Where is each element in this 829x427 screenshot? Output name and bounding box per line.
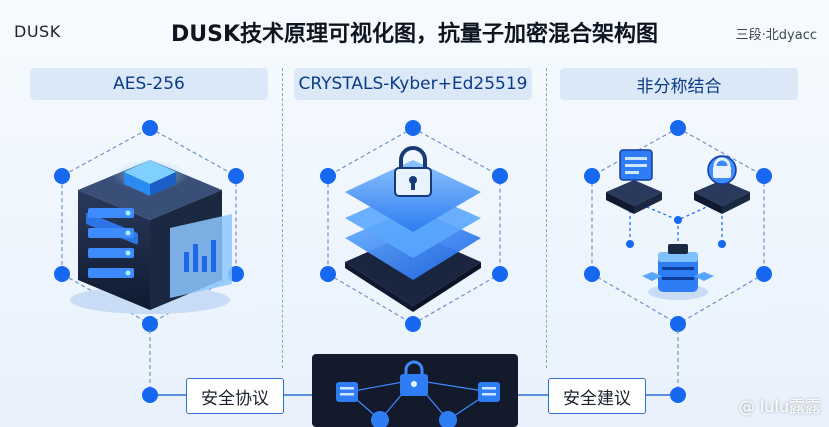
security-protocol-label: 安全协议 [186, 378, 284, 414]
column-header-aes: AES-256 [30, 68, 268, 100]
corner-text: 三段·北dyacc [735, 28, 817, 43]
network-nodes-icon [606, 149, 750, 300]
page-title: DUSK技术原理可视化图，抗量子加密混合架构图 [170, 22, 659, 47]
node-dot [228, 168, 244, 184]
column-label-aes: AES-256 [113, 74, 185, 94]
server-stack-icon [70, 159, 232, 314]
node-dot [54, 266, 70, 282]
node-dot [584, 168, 600, 184]
column-header-hybrid: 非分称结合 [560, 68, 798, 100]
node-dot [405, 120, 421, 136]
column-divider [282, 68, 283, 368]
node-dot [54, 168, 70, 184]
node-dot [756, 266, 772, 282]
node-dot [142, 120, 158, 136]
node-dot [670, 120, 686, 136]
node-dot [492, 168, 508, 184]
node-dot [320, 266, 336, 282]
hybrid-hexagon [584, 120, 772, 332]
column-label-kyber: CRYSTALS-Kyber+Ed25519 [298, 74, 528, 94]
watermark-text: @ lulu露露 [738, 397, 821, 416]
brand-label: DUSK [14, 22, 61, 41]
node-dot [756, 168, 772, 184]
padlock-network-icon [312, 354, 518, 427]
column-label-hybrid: 非分称结合 [636, 76, 722, 97]
kyber-hexagon [320, 120, 508, 332]
security-advice-label: 安全建议 [548, 378, 646, 414]
node-dot [320, 168, 336, 184]
column-divider [546, 68, 547, 368]
node-dot [670, 316, 686, 332]
column-header-kyber: CRYSTALS-Kyber+Ed25519 [294, 68, 532, 100]
node-dot [584, 266, 600, 282]
watermark: @ lulu露露 [739, 393, 821, 417]
padlock-layers-icon [345, 146, 481, 312]
node-dot [142, 316, 158, 332]
node-dot [405, 316, 421, 332]
security-protocol-text: 安全协议 [201, 388, 269, 409]
security-advice-text: 安全建议 [563, 388, 631, 409]
node-dot [492, 266, 508, 282]
